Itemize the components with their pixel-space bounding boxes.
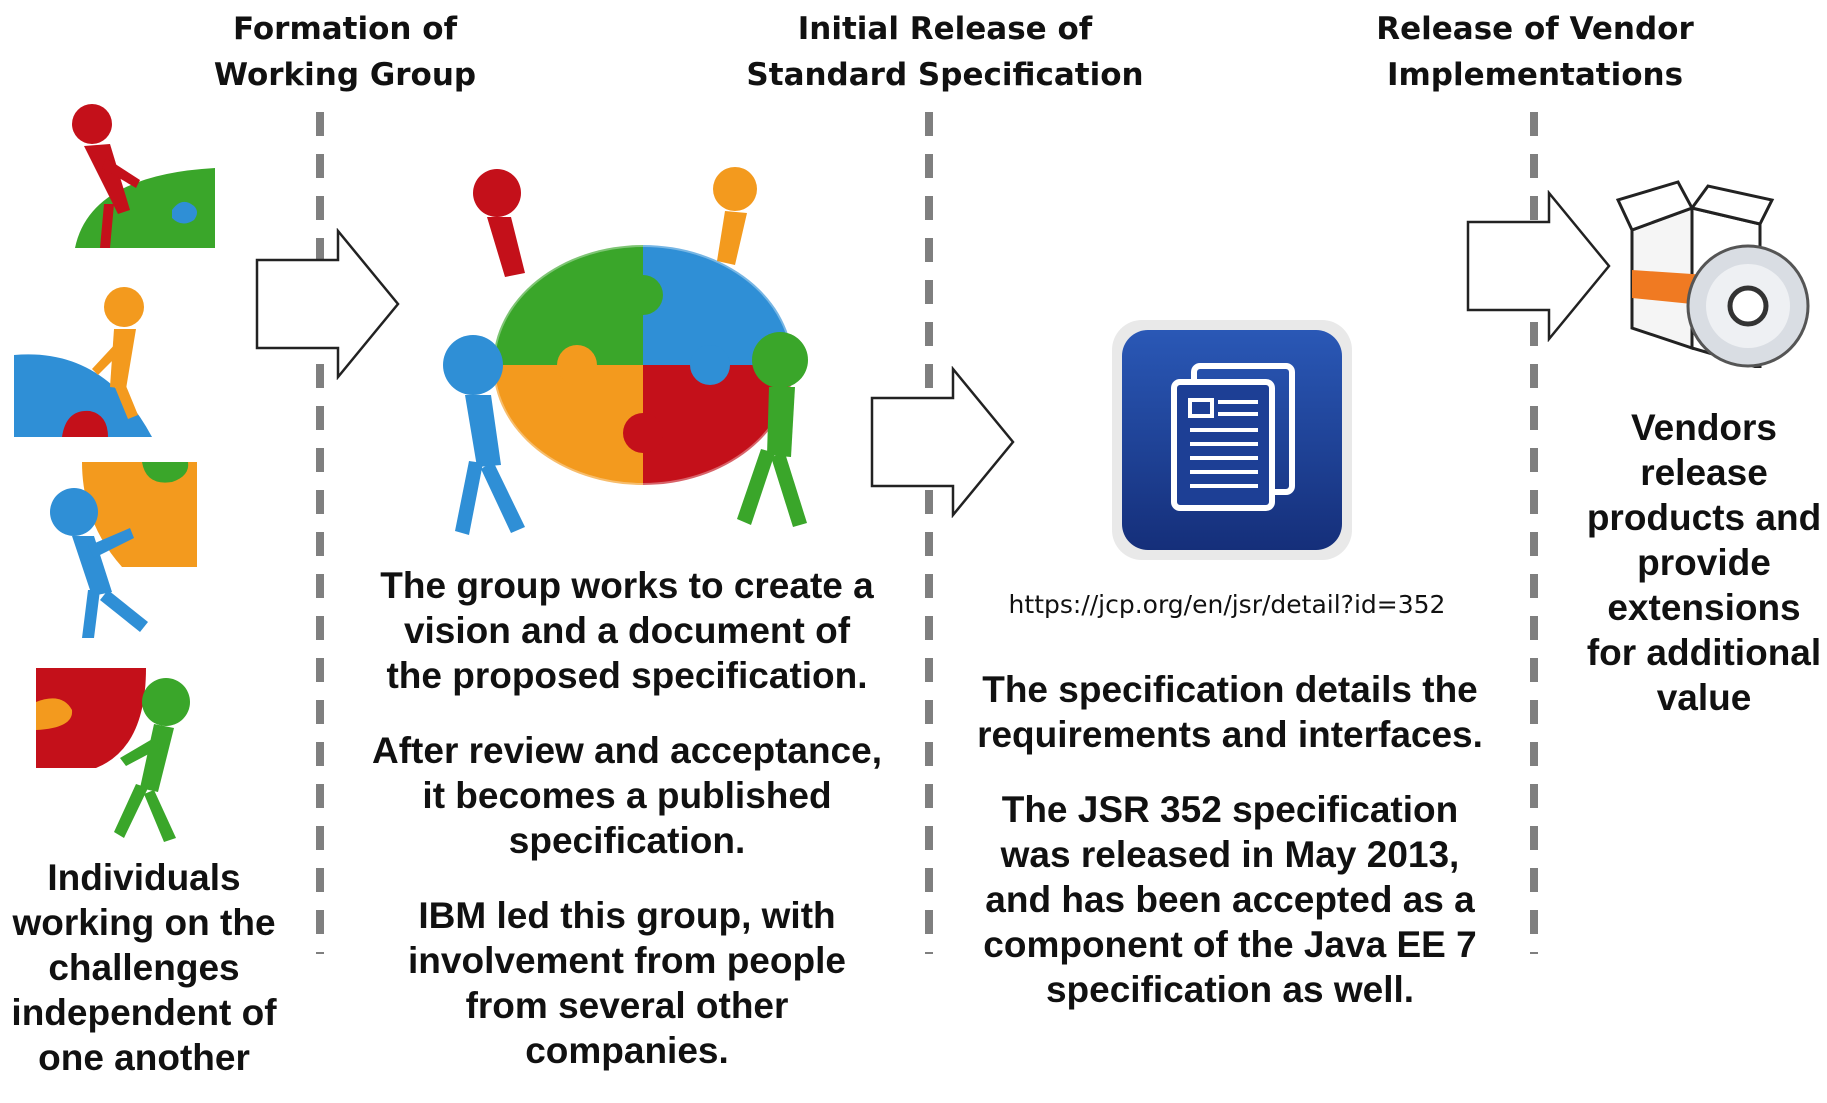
spec-paragraph: The JSR 352 specification was released i… [983, 789, 1477, 1010]
group-description: The group works to create a vision and a… [372, 563, 882, 1103]
stage-heading-formation: Formation of Working Group [213, 11, 477, 93]
green-figure-puzzle-icon [36, 668, 190, 842]
spec-url-link[interactable]: https://jcp.org/en/jsr/detail?id=352 [1008, 590, 1446, 619]
divider-formation [316, 112, 324, 954]
group-paragraph: After review and acceptance, it becomes … [372, 730, 882, 861]
spec-paragraph: The specification details the requiremen… [977, 669, 1483, 755]
vendor-description: Vendors release products and provide ext… [1586, 407, 1822, 718]
divider-initial-release [925, 112, 933, 954]
stage-heading-vendor-release: Release of Vendor Implementations [1376, 11, 1694, 93]
divider-vendor-release [1530, 112, 1538, 954]
blue-figure-puzzle-icon [50, 462, 197, 638]
arrow-right-icon [255, 228, 400, 380]
arrow-right-icon [1466, 190, 1611, 342]
stage-heading-initial-release: Initial Release of Standard Specificatio… [746, 11, 1144, 93]
arrow-right-icon [870, 366, 1015, 518]
group-paragraph: IBM led this group, with involvement fro… [408, 895, 846, 1071]
red-figure-puzzle-icon [72, 104, 215, 248]
group-paragraph: The group works to create a vision and a… [380, 565, 874, 696]
orange-figure-puzzle-icon [14, 287, 152, 437]
software-box-cd-icon [1615, 180, 1810, 368]
team-puzzle-icon [443, 167, 808, 535]
document-icon [1112, 320, 1352, 560]
individuals-caption: Individuals working on the challenges in… [11, 857, 277, 1078]
spec-description: The specification details the requiremen… [965, 667, 1495, 1042]
